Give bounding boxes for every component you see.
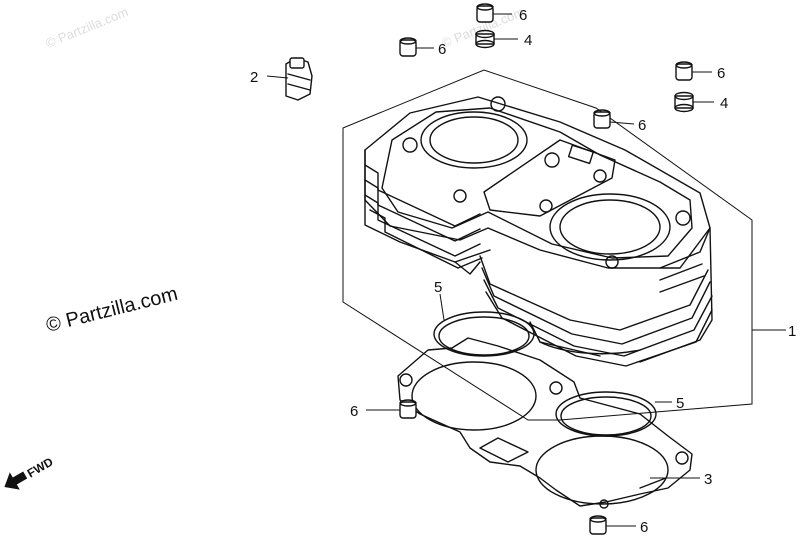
callout-5: 5	[676, 395, 684, 412]
dowel-pin-left	[399, 399, 417, 419]
arrow-icon	[4, 471, 28, 490]
callout-6: 6	[640, 519, 648, 536]
watermark-1: © Partzilla.com	[44, 4, 131, 51]
callout-3: 3	[704, 471, 712, 488]
callout-4: 4	[720, 95, 728, 112]
forward-direction-arrow: FWD	[4, 454, 56, 490]
callout-4: 4	[524, 32, 532, 49]
callout-2: 2	[250, 69, 258, 86]
collar-top-b	[674, 91, 694, 113]
callout-1: 1	[788, 323, 796, 340]
collar-top-a	[475, 29, 495, 49]
fitting-part-2	[285, 57, 313, 101]
cylinder-block	[364, 96, 713, 367]
o-ring-front	[433, 311, 535, 357]
callout-6: 6	[717, 65, 725, 82]
leader-lines	[266, 13, 786, 527]
fwd-label: FWD	[25, 454, 56, 480]
callout-6: 6	[438, 41, 446, 58]
dowel-pin-top-c	[675, 61, 693, 81]
dowel-pin-deck	[593, 109, 611, 129]
callout-6: 6	[638, 117, 646, 134]
assembly-bracket	[342, 69, 753, 421]
copyright-text: © Partzilla.com	[44, 283, 180, 337]
callout-6: 6	[519, 7, 527, 24]
callout-6: 6	[350, 403, 358, 420]
dowel-pin-bottom	[589, 515, 607, 535]
dowel-pin-top-a	[476, 3, 494, 23]
base-gasket	[397, 337, 693, 509]
dowel-pin-top-b	[399, 37, 417, 57]
callout-5: 5	[434, 279, 442, 296]
